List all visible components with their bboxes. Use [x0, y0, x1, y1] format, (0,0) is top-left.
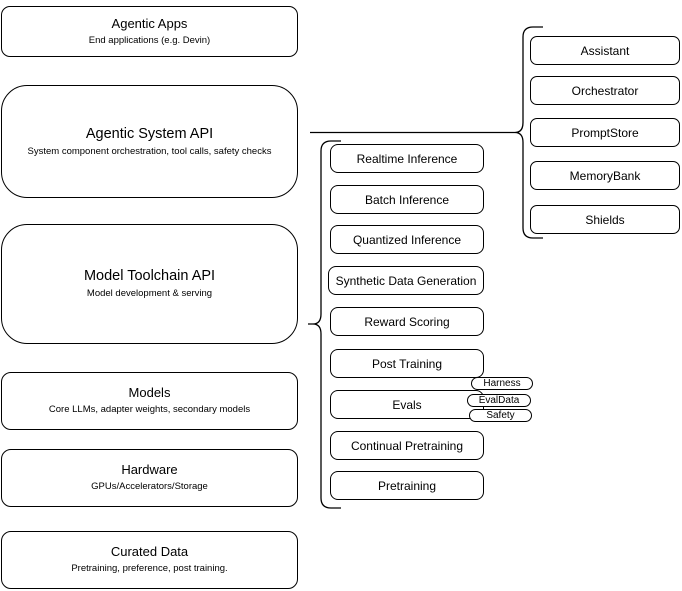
tag-label: Harness — [483, 377, 521, 389]
node-title: Agentic Apps — [111, 15, 188, 31]
node-reward-scoring: Reward Scoring — [330, 307, 484, 336]
node-subtitle: Pretraining, preference, post training. — [71, 563, 228, 575]
node-promptstore: PromptStore — [530, 118, 680, 147]
node-continual-pretraining: Continual Pretraining — [330, 431, 484, 460]
node-models: Models Core LLMs, adapter weights, secon… — [1, 372, 298, 430]
node-shields: Shields — [530, 205, 680, 234]
node-assistant: Assistant — [530, 36, 680, 65]
node-agentic-system-api: Agentic System API System component orch… — [1, 85, 298, 198]
node-label: Orchestrator — [571, 83, 639, 98]
node-post-training: Post Training — [330, 349, 484, 378]
node-synthetic-data-generation: Synthetic Data Generation — [328, 266, 484, 295]
node-subtitle: Core LLMs, adapter weights, secondary mo… — [48, 404, 251, 416]
node-title: Agentic System API — [85, 125, 214, 142]
node-subtitle: End applications (e.g. Devin) — [88, 34, 211, 46]
node-label: Reward Scoring — [364, 314, 450, 329]
tag-safety: Safety — [469, 409, 532, 422]
node-title: Hardware — [121, 462, 178, 478]
node-subtitle: GPUs/Accelerators/Storage — [91, 481, 208, 493]
node-title: Curated Data — [110, 544, 189, 560]
node-label: Shields — [585, 212, 625, 227]
node-memorybank: MemoryBank — [530, 161, 680, 190]
node-subtitle: System component orchestration, tool cal… — [27, 145, 272, 157]
node-pretraining: Pretraining — [330, 471, 484, 500]
node-label: Post Training — [371, 356, 443, 371]
node-evals: Evals — [330, 390, 484, 419]
node-label: Assistant — [580, 43, 630, 58]
node-curated-data: Curated Data Pretraining, preference, po… — [1, 531, 298, 589]
node-label: Continual Pretraining — [350, 438, 464, 453]
node-label: Batch Inference — [364, 192, 450, 207]
tag-label: EvalData — [478, 394, 520, 406]
node-label: MemoryBank — [569, 168, 641, 183]
node-quantized-inference: Quantized Inference — [330, 225, 484, 254]
node-hardware: Hardware GPUs/Accelerators/Storage — [1, 449, 298, 507]
tag-evaldata: EvalData — [467, 394, 531, 407]
node-realtime-inference: Realtime Inference — [330, 144, 484, 173]
node-model-toolchain-api: Model Toolchain API Model development & … — [1, 224, 298, 344]
node-label: Synthetic Data Generation — [335, 273, 477, 288]
node-subtitle: Model development & serving — [86, 288, 213, 300]
node-label: Quantized Inference — [352, 232, 462, 247]
tag-label: Safety — [486, 409, 515, 421]
node-agentic-apps: Agentic Apps End applications (e.g. Devi… — [1, 6, 298, 57]
node-title: Model Toolchain API — [83, 268, 216, 285]
node-batch-inference: Batch Inference — [330, 185, 484, 214]
node-label: Realtime Inference — [356, 151, 458, 166]
node-title: Models — [128, 385, 171, 401]
node-label: Evals — [392, 397, 422, 412]
node-orchestrator: Orchestrator — [530, 76, 680, 105]
node-label: Pretraining — [377, 478, 437, 493]
node-label: PromptStore — [571, 125, 639, 140]
tag-harness: Harness — [471, 377, 533, 390]
